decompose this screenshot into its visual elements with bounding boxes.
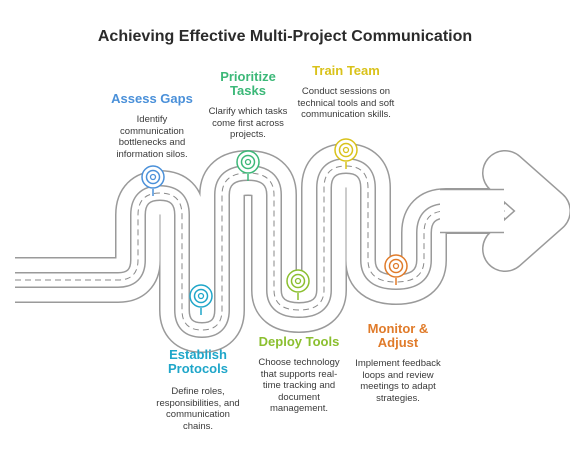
step-title: Prioritize Tasks: [220, 69, 276, 98]
step-title: Monitor & Adjust: [367, 321, 429, 350]
map-pin-icon: [384, 254, 408, 285]
step-description: Conduct sessions on technical tools and …: [297, 86, 395, 120]
step-train-team: Train Team Conduct sessions on technical…: [296, 64, 396, 121]
map-pin-icon: [334, 138, 358, 169]
step-description: Clarify which tasks come first across pr…: [208, 106, 288, 140]
step-title: Assess Gaps: [111, 91, 193, 106]
step-deploy-tools: Deploy Tools Choose technology that supp…: [254, 335, 344, 415]
step-title: Train Team: [312, 63, 380, 78]
step-description: Choose technology that supports real-tim…: [258, 357, 340, 414]
step-description: Implement feedback loops and review meet…: [355, 358, 441, 404]
step-title: Establish Protocols: [168, 347, 228, 376]
map-pin-icon: [236, 150, 260, 181]
page-title: Achieving Effective Multi-Project Commun…: [97, 28, 473, 45]
road: [15, 166, 505, 330]
step-description: Define roles, responsibilities, and comm…: [156, 386, 240, 432]
step-assess-gaps: Assess Gaps Identify communication bottl…: [108, 92, 196, 160]
step-establish-protocols: Establish Protocols Define roles, respon…: [156, 348, 240, 432]
map-pin-icon: [189, 284, 213, 315]
map-pin-icon: [141, 165, 165, 196]
step-title: Deploy Tools: [258, 334, 340, 349]
step-prioritize-tasks: Prioritize Tasks Clarify which tasks com…: [208, 70, 288, 141]
step-description: Identify communication bottlenecks and i…: [116, 114, 188, 160]
step-monitor-adjust: Monitor & Adjust Implement feedback loop…: [352, 322, 444, 404]
map-pin-icon: [286, 269, 310, 300]
arrow-head-icon: [440, 150, 570, 272]
